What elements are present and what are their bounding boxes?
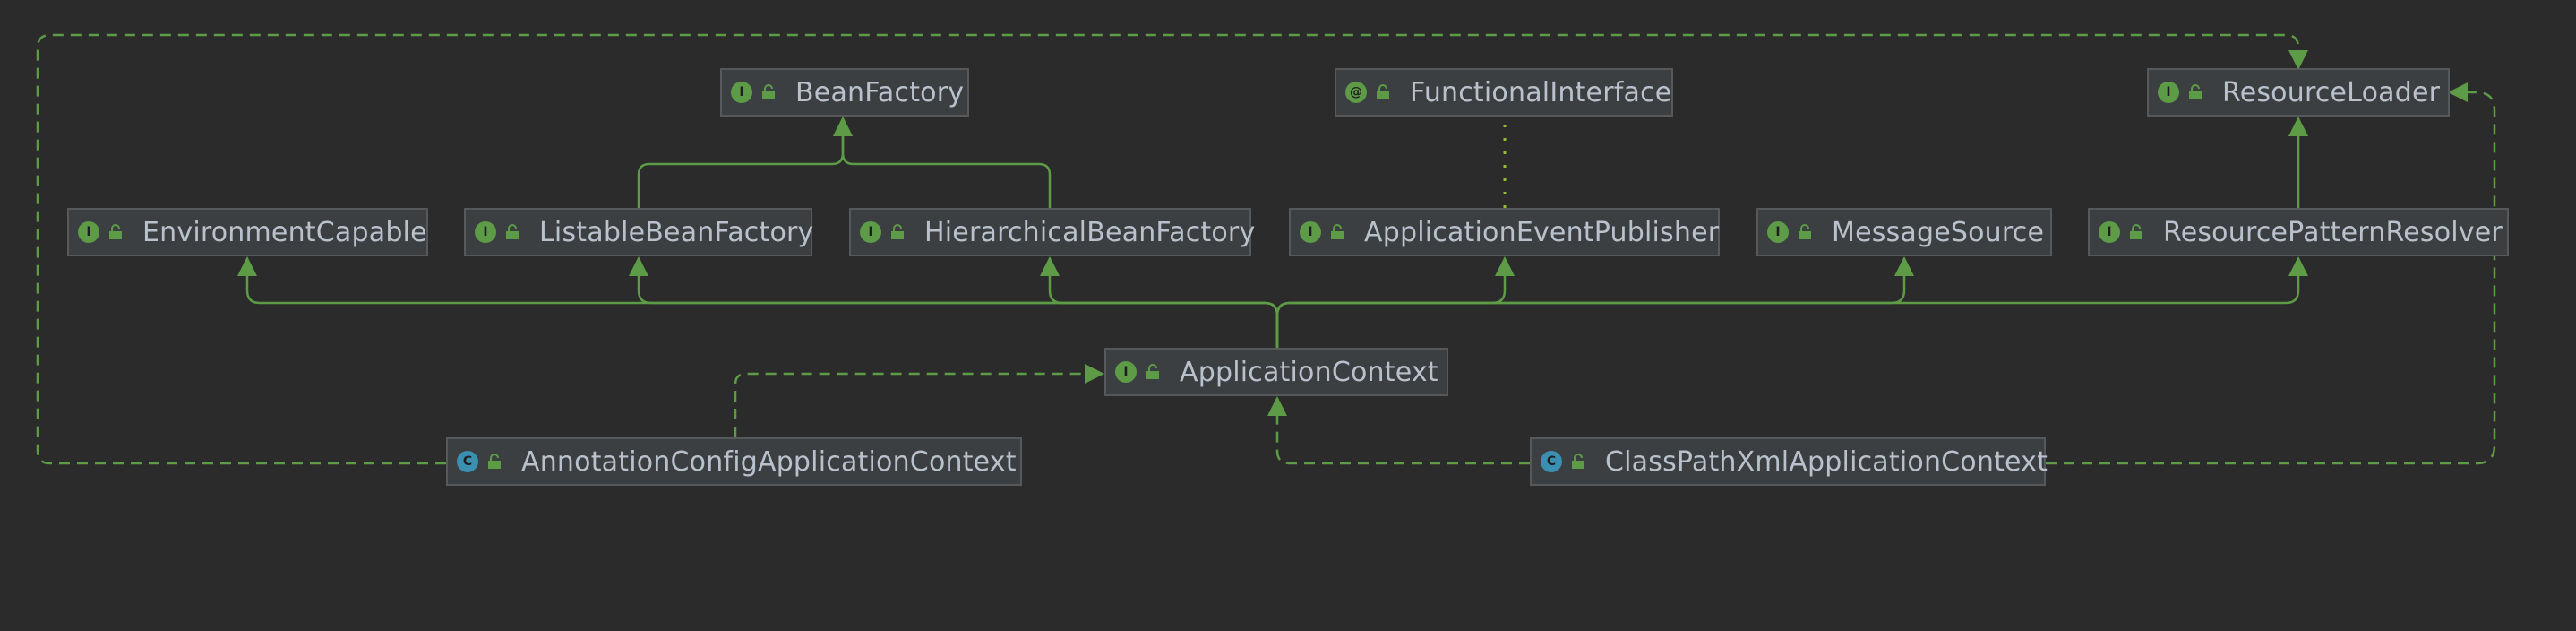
interface-badge-icon: I xyxy=(860,221,881,243)
node-classpathxmlapplicationcontext[interactable]: C ClassPathXmlApplicationContext xyxy=(1530,437,2048,486)
node-functionalinterface[interactable]: @ FunctionalInterface xyxy=(1335,68,1673,117)
node-label: ResourceLoader xyxy=(2222,76,2441,108)
public-lock-icon xyxy=(1377,84,1389,99)
node-label: BeanFactory xyxy=(795,76,965,108)
edge-appcontext-to-hierarchicalbeanfactory xyxy=(1040,256,1279,348)
edge-hierarchical-to-beanfactory xyxy=(833,117,1052,208)
edge-classpathxml-to-resourceloader xyxy=(2046,82,2496,465)
interface-badge-icon: I xyxy=(1115,361,1137,383)
node-listablebeanfactory[interactable]: I ListableBeanFactory xyxy=(464,208,814,256)
node-messagesource[interactable]: I MessageSource xyxy=(1756,208,2052,256)
edge-annotationconfig-to-appcontext xyxy=(734,364,1104,437)
node-label: ApplicationContext xyxy=(1180,356,1438,388)
node-label: HierarchicalBeanFactory xyxy=(924,216,1256,248)
edge-listable-to-beanfactory xyxy=(637,117,853,208)
public-lock-icon xyxy=(1799,224,1811,239)
node-resourcepatternresolver[interactable]: I ResourcePatternResolver xyxy=(2088,208,2509,256)
interface-badge-icon: I xyxy=(731,82,752,103)
node-hierarchicalbeanfactory[interactable]: I HierarchicalBeanFactory xyxy=(849,208,1255,256)
public-lock-icon xyxy=(1331,224,1344,239)
public-lock-icon xyxy=(891,224,904,239)
public-lock-icon xyxy=(109,224,122,239)
edge-classpathxml-to-appcontext xyxy=(1267,396,1530,465)
node-annotationconfigapplicationcontext[interactable]: C AnnotationConfigApplicationContext xyxy=(446,437,1022,486)
public-lock-icon xyxy=(1146,364,1159,379)
interface-badge-icon: I xyxy=(1300,221,1321,243)
node-beanfactory[interactable]: I BeanFactory xyxy=(720,68,969,117)
node-resourceloader[interactable]: I ResourceLoader xyxy=(2147,68,2450,117)
public-lock-icon xyxy=(1572,454,1584,469)
public-lock-icon xyxy=(2189,84,2202,99)
node-applicationcontext[interactable]: I ApplicationContext xyxy=(1104,348,1448,396)
class-badge-icon: C xyxy=(1541,451,1562,472)
node-label: EnvironmentCapable xyxy=(142,216,427,248)
class-badge-icon: C xyxy=(457,451,478,472)
node-label: AnnotationConfigApplicationContext xyxy=(521,445,1017,478)
edge-annotationconfig-to-resourceloader xyxy=(36,33,2308,465)
interface-badge-icon: I xyxy=(2099,221,2120,243)
node-label: FunctionalInterface xyxy=(1410,76,1672,108)
node-applicationeventpublisher[interactable]: I ApplicationEventPublisher xyxy=(1289,208,1720,256)
node-label: MessageSource xyxy=(1832,216,2045,248)
public-lock-icon xyxy=(488,454,501,469)
interface-badge-icon: I xyxy=(2158,82,2179,103)
interface-badge-icon: I xyxy=(475,221,496,243)
public-lock-icon xyxy=(506,224,519,239)
edge-appcontext-to-resourcepatternresolver xyxy=(1275,256,2308,348)
interface-badge-icon: I xyxy=(1767,221,1789,243)
node-environmentcapable[interactable]: I EnvironmentCapable xyxy=(67,208,428,256)
node-label: ClassPathXmlApplicationContext xyxy=(1605,445,2048,478)
public-lock-icon xyxy=(2130,224,2142,239)
public-lock-icon xyxy=(762,84,775,99)
interface-badge-icon: I xyxy=(78,221,99,243)
node-label: ApplicationEventPublisher xyxy=(1364,216,1720,248)
node-label: ResourcePatternResolver xyxy=(2163,216,2503,248)
node-label: ListableBeanFactory xyxy=(539,216,814,248)
annotation-badge-icon: @ xyxy=(1345,82,1367,103)
